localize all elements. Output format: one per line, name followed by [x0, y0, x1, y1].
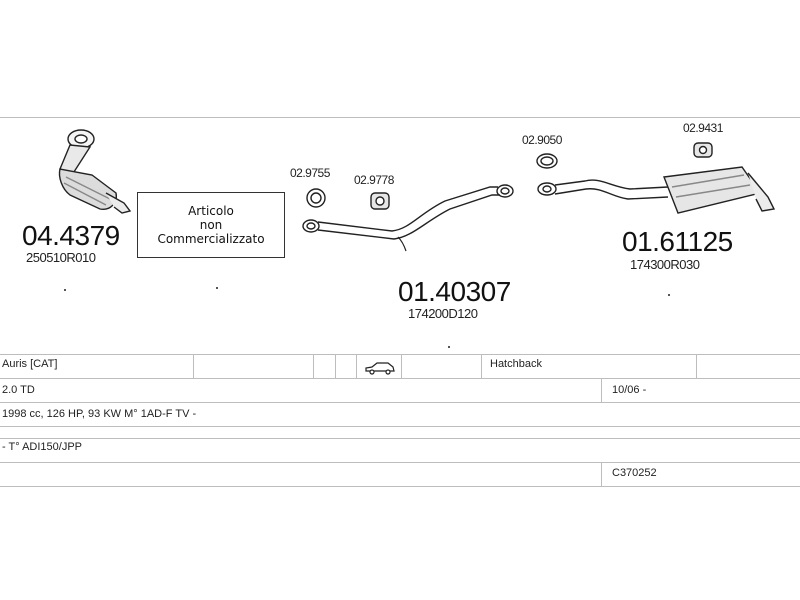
- part-number-catalytic[interactable]: 04.4379: [22, 220, 120, 251]
- exhaust-diagram: [58, 129, 776, 252]
- catalog-code: C370252: [612, 467, 657, 479]
- not-available-line-3: Commercializzato: [157, 232, 265, 246]
- hatchback-car-icon: [365, 362, 395, 375]
- not-available-box: Articolo non Commercializzato: [137, 192, 285, 258]
- oem-number-catalytic: 250510R010: [26, 250, 96, 265]
- engine-specs: 1998 cc, 126 HP, 93 KW M° 1AD-F TV -: [2, 408, 197, 420]
- not-available-line-2: non: [199, 218, 223, 232]
- type-code: - T° ADI150/JPP: [2, 441, 83, 453]
- marker-dot: [668, 294, 670, 296]
- table-row: 1998 cc, 126 HP, 93 KW M° 1AD-F TV -: [0, 403, 800, 427]
- part-number-middle-pipe[interactable]: 01.40307: [398, 276, 511, 307]
- oem-number-rear-silencer: 174300R030: [630, 257, 700, 272]
- middle-pipe-drawing: [302, 184, 514, 252]
- table-row: Auris [CAT] Hatchback: [0, 354, 800, 379]
- body-type: Hatchback: [490, 358, 542, 370]
- gasket-drawing-4: [693, 142, 713, 158]
- catalytic-converter-drawing: [58, 129, 132, 214]
- vehicle-model: Auris [CAT]: [2, 358, 58, 370]
- marker-dot: [64, 289, 66, 291]
- marker-dot: [448, 346, 450, 348]
- part-number-rear-silencer[interactable]: 01.61125: [622, 226, 733, 257]
- table-row: C370252: [0, 463, 800, 487]
- part-number-gasket-1[interactable]: 02.9755: [290, 166, 330, 180]
- gasket-drawing-1: [306, 188, 326, 208]
- table-row: 2.0 TD 10/06 -: [0, 379, 800, 403]
- marker-dot: [216, 287, 218, 289]
- part-number-gasket-3[interactable]: 02.9050: [522, 133, 562, 147]
- top-border: [0, 117, 800, 118]
- part-number-gasket-4[interactable]: 02.9431: [683, 121, 723, 135]
- table-row: - T° ADI150/JPP: [0, 439, 800, 463]
- not-available-line-1: Articolo: [188, 204, 234, 218]
- table-row: [0, 427, 800, 439]
- gasket-drawing-2: [370, 192, 390, 210]
- rear-silencer-drawing: [537, 166, 776, 214]
- date-range: 10/06 -: [612, 384, 647, 396]
- oem-number-middle-pipe: 174200D120: [408, 306, 478, 321]
- part-number-gasket-2[interactable]: 02.9778: [354, 173, 394, 187]
- gasket-drawing-3: [536, 153, 558, 169]
- engine: 2.0 TD: [2, 384, 35, 396]
